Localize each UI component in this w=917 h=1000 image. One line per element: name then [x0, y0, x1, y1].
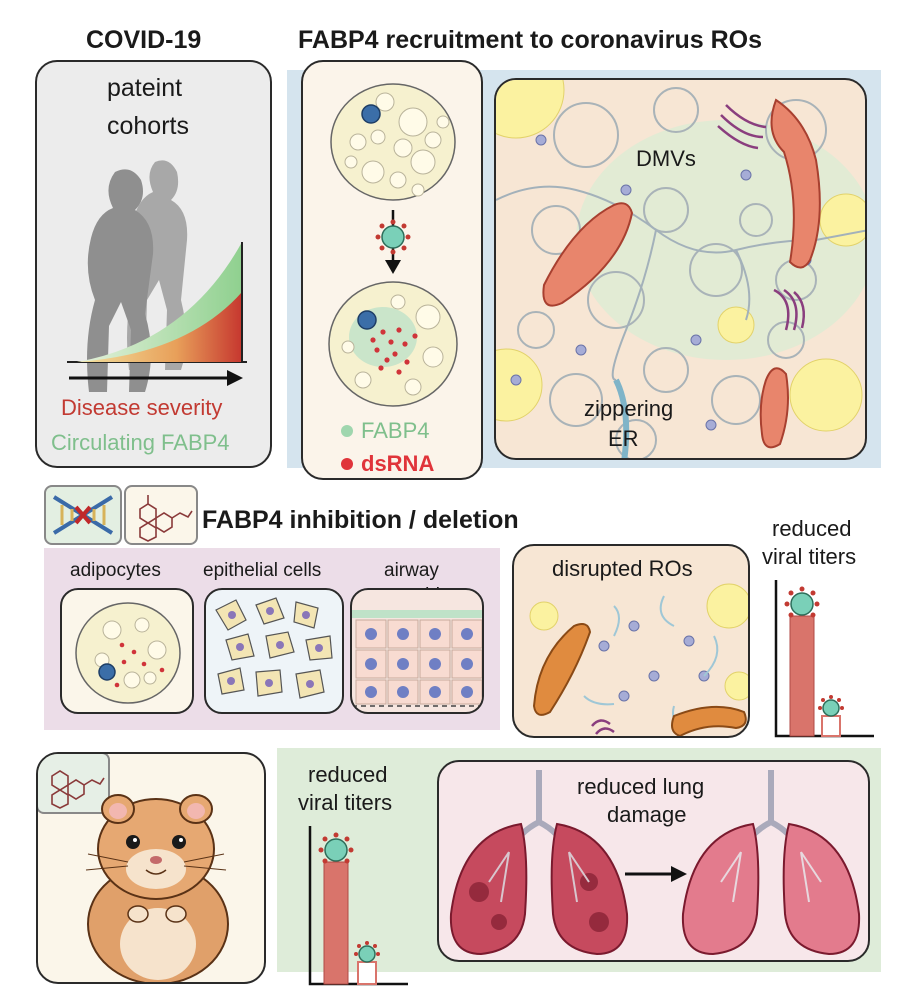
adipocytes-label: adipocytes [70, 560, 161, 581]
covid-title: COVID-19 [86, 26, 202, 54]
airway-label: airway [384, 560, 439, 581]
dmvs-label: DMVs [636, 146, 696, 171]
replication-organelle-illustration [496, 80, 865, 458]
cell-before-infection [328, 83, 458, 470]
patient-cohort-panel: pateint cohorts Disease severity Circu [35, 60, 272, 468]
airway-organoids-panel [350, 588, 484, 714]
dna-deletion-icon [44, 485, 122, 545]
reduced-titers-label-2: reduced [308, 762, 388, 787]
er-label: ER [608, 426, 639, 451]
viral-titers-label-2: viral titers [298, 790, 393, 815]
viral-titers-label-1: viral titers [762, 544, 857, 569]
recruitment-title: FABP4 recruitment to coronavirus ROs [298, 26, 763, 54]
zippering-label: zippering [584, 396, 674, 421]
viral-titer-bar-chart-2 [308, 826, 408, 986]
replication-organelle-zoom-panel: DMVs zippering ER [494, 78, 867, 460]
lung-damage-panel: reduced lung damage [437, 760, 870, 962]
cell-infection-panel: FABP4 dsRNA [301, 60, 483, 480]
inhibitor-molecule-icon [124, 485, 198, 545]
adipocytes-panel [60, 588, 194, 714]
patients-silhouette [67, 160, 247, 392]
hamster-illustration [85, 794, 229, 982]
hamster-inhibitor-icon [38, 754, 110, 814]
legend-fabp4-label: FABP4 [361, 418, 430, 443]
cohort-line1: pateint [107, 74, 183, 102]
reduced-lung-label: reduced lung [577, 774, 705, 799]
circulating-fabp4-label: Circulating FABP4 [51, 430, 230, 455]
disease-severity-label: Disease severity [61, 395, 223, 420]
hamster-panel [36, 752, 266, 984]
epithelial-cells-label: epithelial cells [203, 560, 322, 581]
lung-comparison-illustration [449, 770, 861, 956]
damage-label: damage [607, 802, 687, 827]
legend-dsrna-label: dsRNA [361, 451, 435, 476]
inhibition-title: FABP4 inhibition / deletion [202, 506, 519, 534]
epithelial-cells-panel [204, 588, 344, 714]
disrupted-ros-label: disrupted ROs [552, 556, 693, 581]
reduced-titers-label-1: reduced [772, 516, 852, 541]
cohort-line2: cohorts [107, 112, 189, 140]
viral-titer-bar-chart-1 [774, 580, 874, 738]
disrupted-ros-panel: disrupted ROs [512, 544, 750, 738]
